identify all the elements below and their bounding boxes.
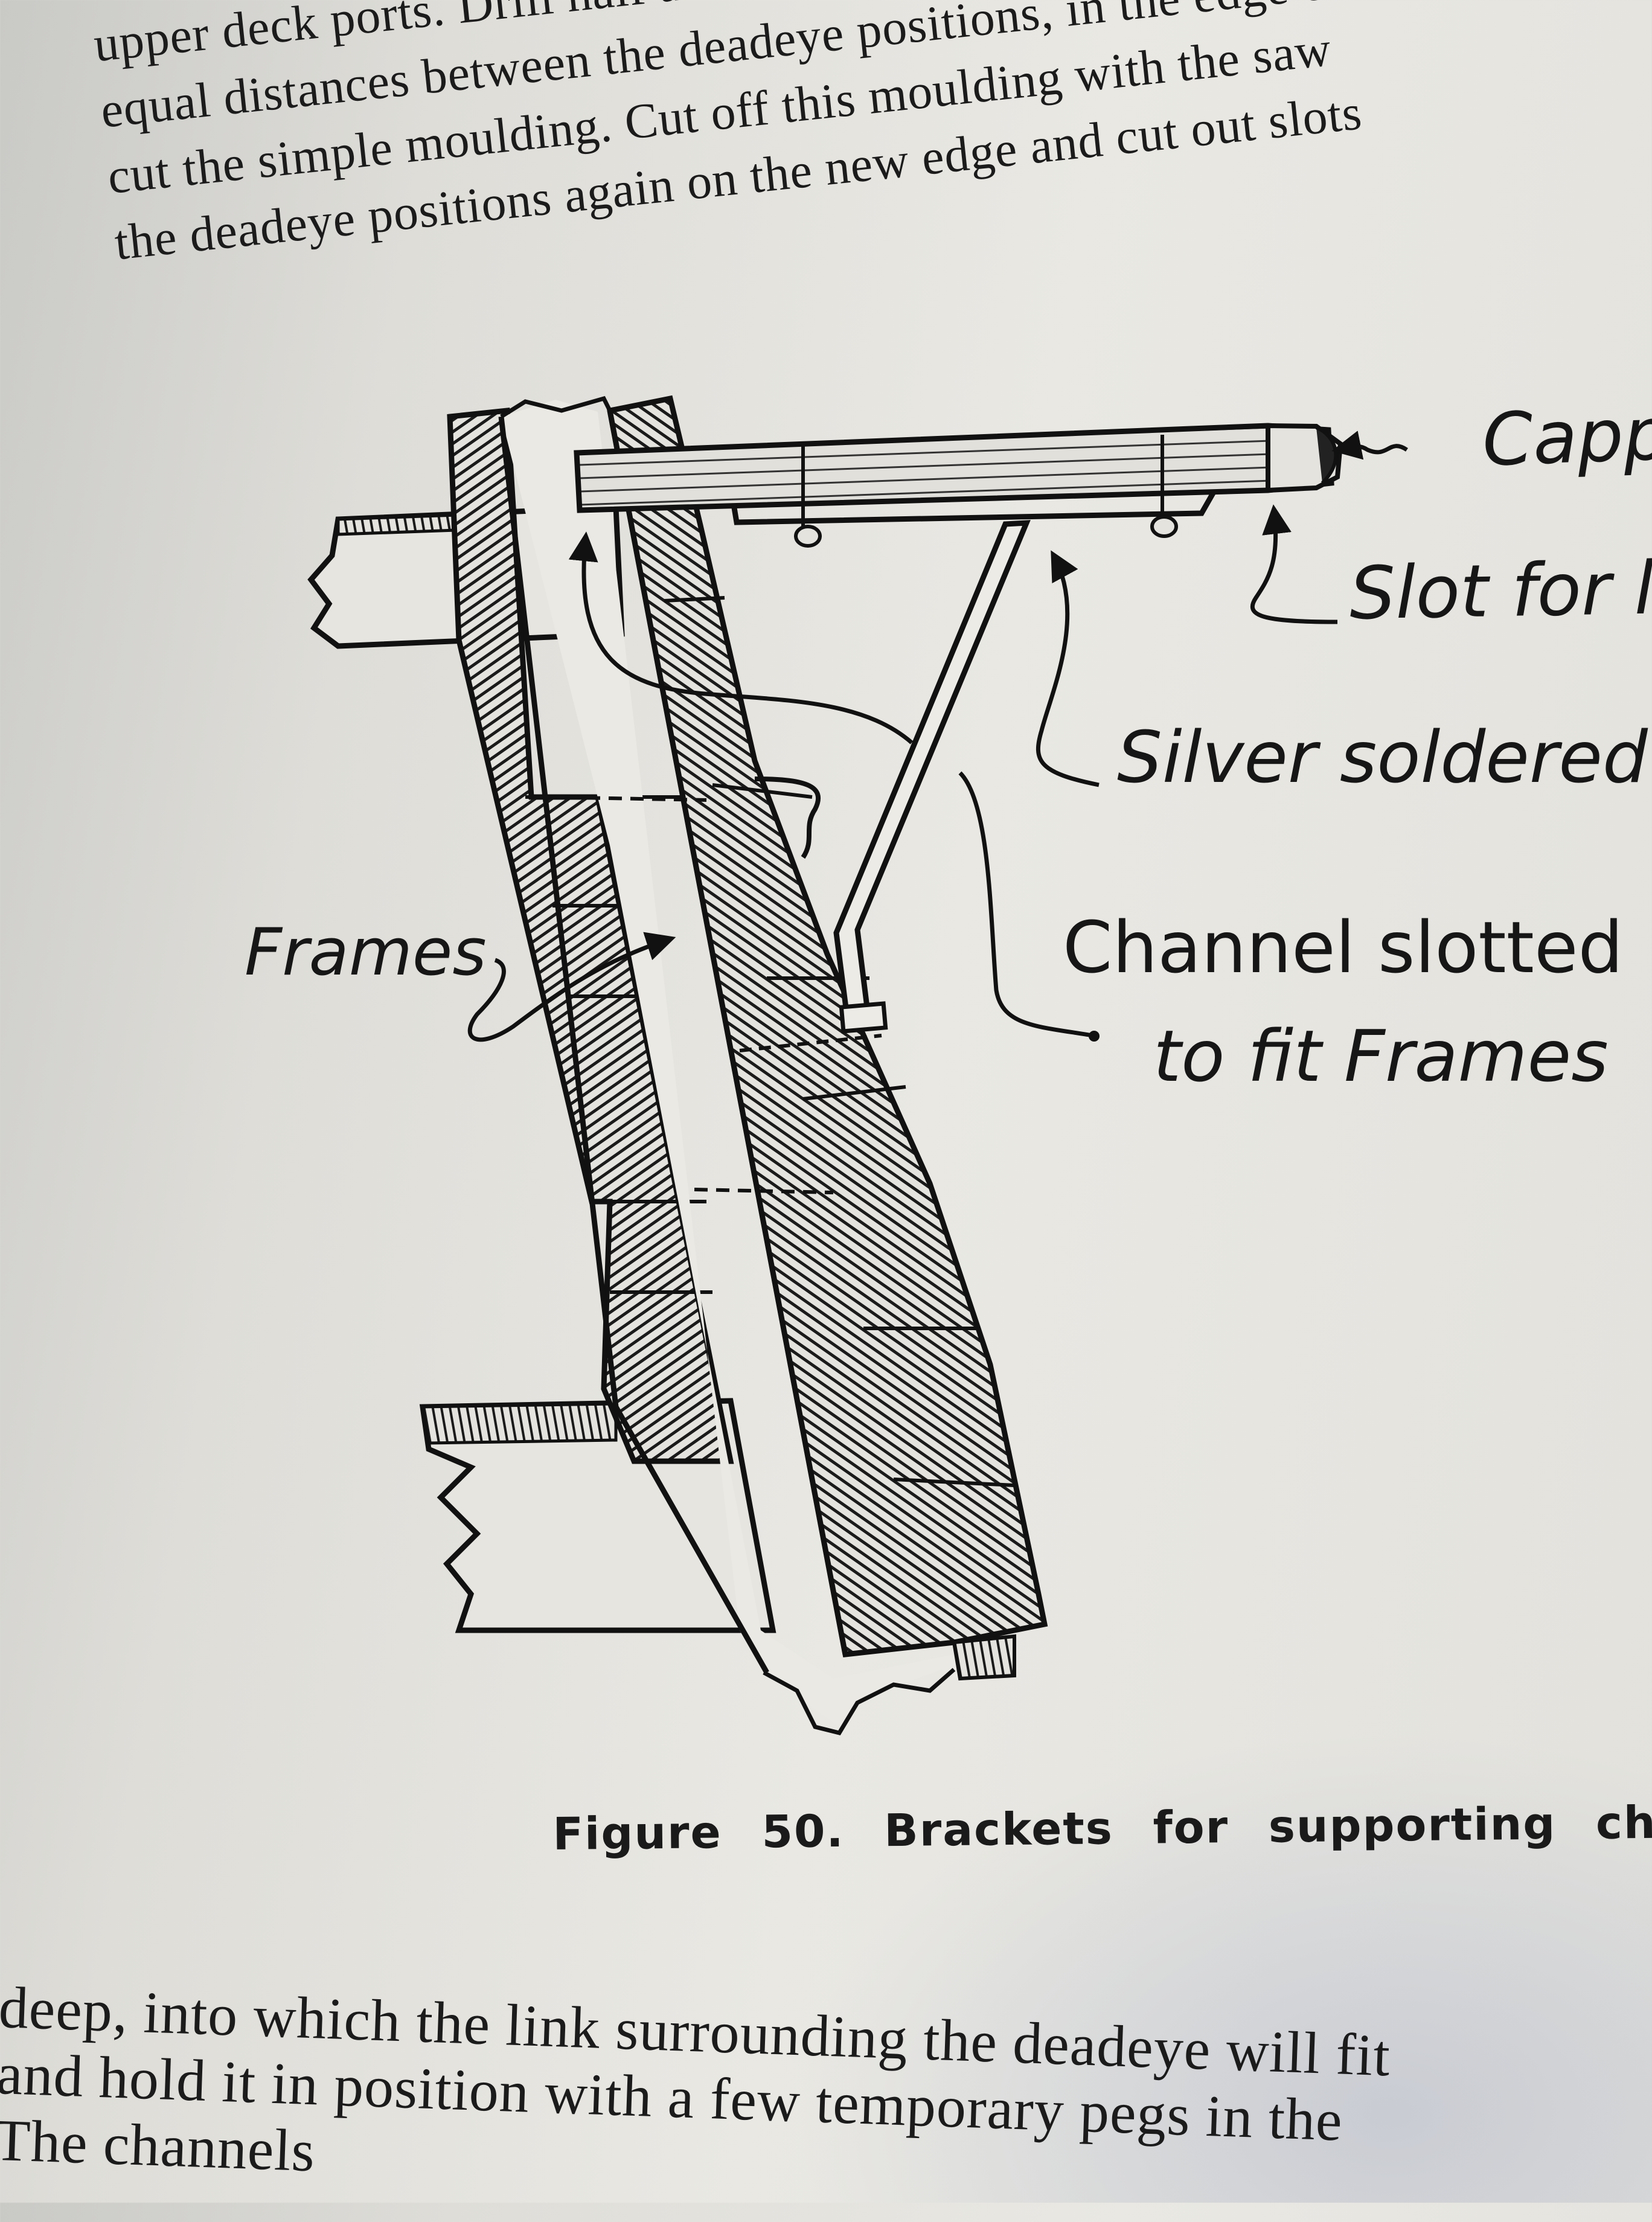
label-channel-line1: Channel slotted <box>1063 906 1624 989</box>
leader-lines <box>467 431 1408 1042</box>
label-slot: Slot for l <box>1348 546 1652 636</box>
label-silver-soldered: Silver soldered <box>1117 716 1648 799</box>
dashed-line <box>543 795 707 802</box>
label-capping: Capp <box>1481 392 1652 483</box>
bracket <box>731 490 1216 1052</box>
dashed-line <box>694 1188 834 1194</box>
capping-rail <box>574 423 1343 543</box>
outer-planking <box>606 395 1048 1681</box>
label-channel-line2: to fit Frames <box>1153 1014 1609 1098</box>
inner-ceiling-planking <box>447 408 734 1464</box>
label-frames: Frames <box>245 915 487 990</box>
